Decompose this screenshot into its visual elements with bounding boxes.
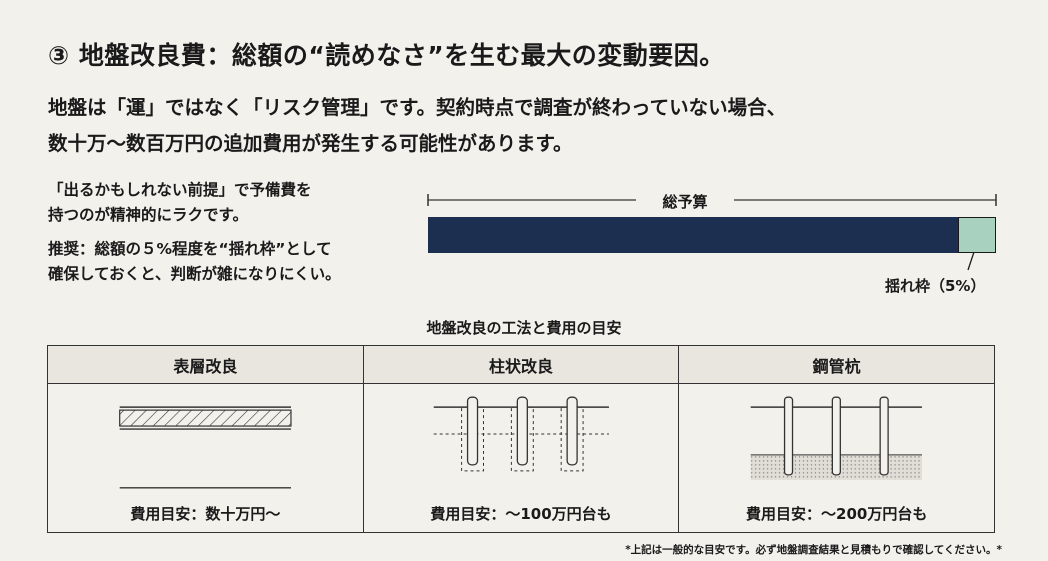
method-surface-name: 表層改良 (48, 346, 363, 384)
recommendation-note-line-2: 確保しておくと、判断が雑になりにくい。 (48, 265, 341, 283)
recommendation-note-line-1: 推奨：総額の５%程度を“揺れ枠”として (48, 240, 332, 258)
method-surface: 表層改良 費用目安：数十万円～ (48, 346, 364, 532)
columnar-improvement-illustration (433, 396, 609, 472)
footnote: *上記は一般的な目安です。必ず地盤調査結果と見積もりで確認してください。* (625, 544, 1002, 556)
reserve-note-line-1: 「出るかもしれない前提」で予備費を (48, 181, 312, 199)
recommendation-note: 推奨：総額の５%程度を“揺れ枠”として 確保しておくと、判断が雑になりにくい。 (48, 237, 341, 287)
buffer-segment (958, 217, 996, 253)
method-steel-pile-cost: 費用目安：～200万円台も (746, 505, 928, 523)
method-surface-cost: 費用目安：数十万円～ (130, 505, 281, 523)
method-steel-pile-name: 鋼管杭 (679, 346, 995, 384)
total-budget-label: 総予算 (662, 193, 708, 211)
buffer-label: 揺れ枠（5%） (885, 277, 986, 295)
reserve-note-line-2: 持つのが精神的にラクです。 (48, 206, 248, 224)
total-budget-bar (428, 217, 996, 253)
methods-table-title: 地盤改良の工法と費用の目安 (426, 319, 622, 337)
method-columnar-name: 柱状改良 (363, 346, 679, 384)
method-columnar: 柱状改良 費用目安：～100万円台も (363, 346, 680, 532)
lead-line-2: 数十万～数百万円の追加費用が発生する可能性があります。 (48, 132, 573, 155)
method-columnar-cost: 費用目安：～100万円台も (430, 505, 612, 523)
surface-improvement-illustration (119, 406, 292, 489)
budget-bracket (427, 194, 997, 271)
page-title: ③ 地盤改良費：総額の“読めなさ”を生む最大の変動要因。 (48, 41, 725, 70)
steel-pile-illustration (751, 396, 923, 480)
lead-text: 地盤は「運」ではなく「リスク管理」です。契約時点で調査が終わっていない場合、 数… (48, 90, 786, 162)
methods-table: 表層改良 費用目安：数十万円～ 柱状改良 (47, 345, 995, 533)
lead-line-1: 地盤は「運」ではなく「リスク管理」です。契約時点で調査が終わっていない場合、 (48, 96, 787, 119)
method-steel-pile: 鋼管杭 費用目安：～200万円台も (679, 346, 995, 532)
reserve-note: 「出るかもしれない前提」で予備費を 持つのが精神的にラクです。 (48, 178, 312, 228)
